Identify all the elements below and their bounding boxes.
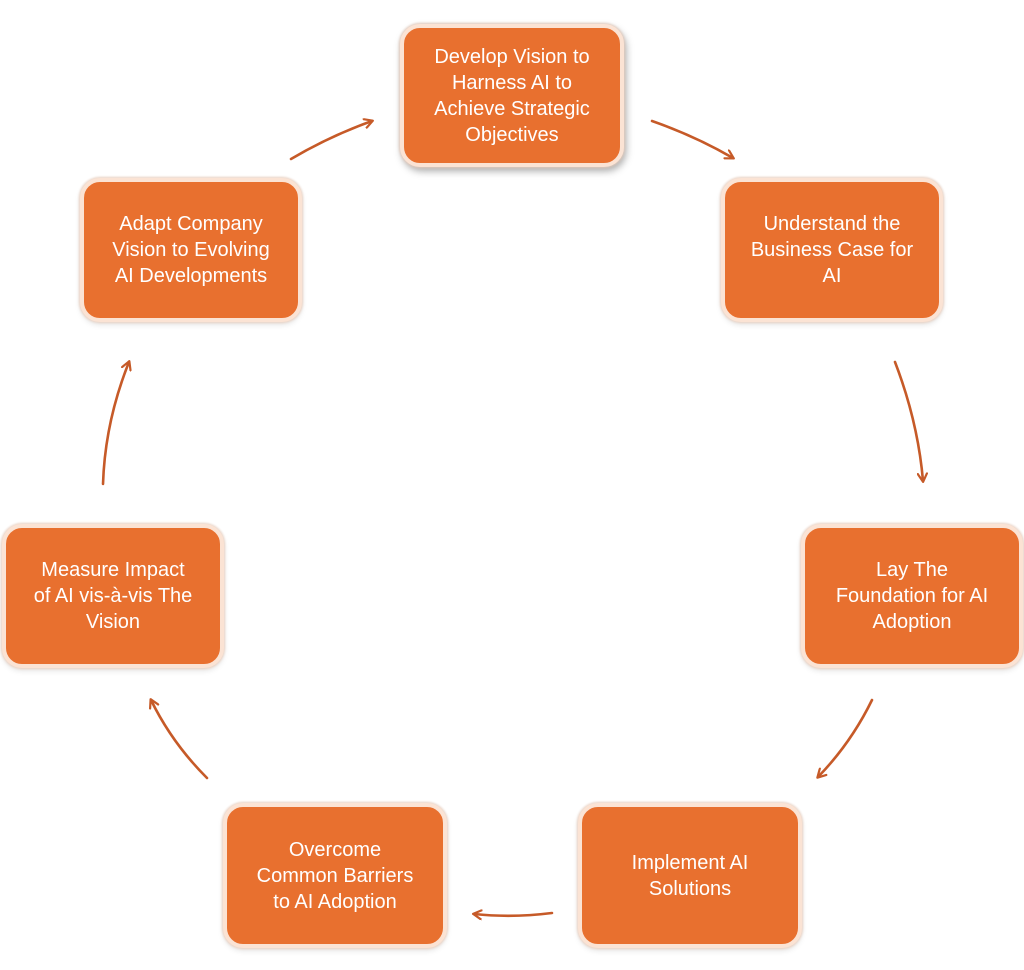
step-overcome-barriers: Overcome Common Barriers to AI Adoption — [223, 803, 447, 948]
arrow-step6-to-step7 — [101, 362, 129, 486]
arrow-step1-to-step2 — [650, 119, 733, 158]
step-understand-business-case: Understand the Business Case for AI — [721, 178, 943, 322]
arrow-step2-to-step3 — [893, 360, 923, 481]
step-measure-impact: Measure Impact of AI vis-à-vis The Visio… — [2, 524, 224, 668]
step-implement-solutions: Implement AI Solutions — [578, 803, 802, 948]
arrow-step7-to-step1 — [289, 121, 372, 161]
step-lay-foundation: Lay The Foundation for AI Adoption — [801, 524, 1023, 668]
arrow-step3-to-step4 — [818, 698, 874, 777]
step-develop-vision: Develop Vision to Harness AI to Achieve … — [400, 24, 624, 167]
arrow-step4-to-step5 — [474, 913, 554, 916]
step-adapt-vision: Adapt Company Vision to Evolving AI Deve… — [80, 178, 302, 322]
arrow-step5-to-step6 — [151, 700, 209, 780]
